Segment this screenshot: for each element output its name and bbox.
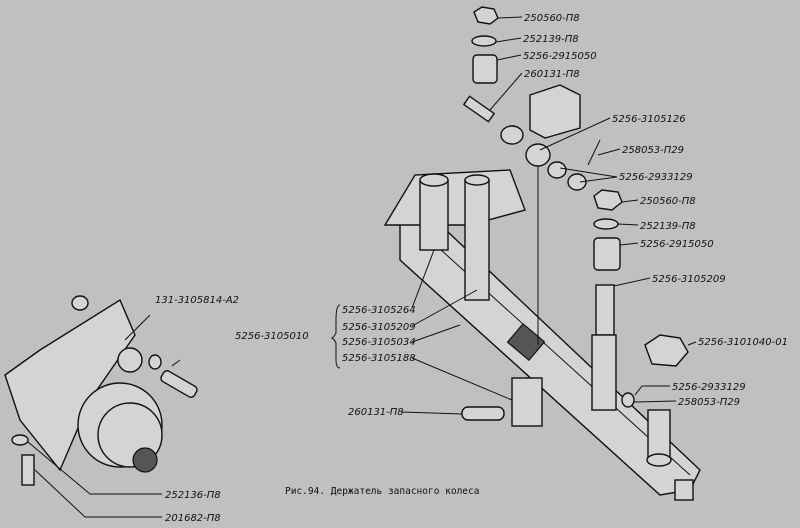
label-right-cotter: 258053-П29: [678, 397, 740, 408]
hub-mount-assembly: [4, 295, 198, 486]
label-wheel-nut: 5256-3101040-01: [698, 337, 788, 348]
label-top-washers: 5256-2933129: [619, 172, 693, 183]
label-top-washer: 252139-П8: [523, 34, 579, 45]
label-top-pin: 260131-П8: [524, 69, 580, 80]
label-top-bushing: 5256-2915050: [523, 51, 597, 62]
label-right-washer2: 5256-2933129: [672, 382, 746, 393]
label-assembly-part-1: 5256-3105264: [342, 305, 416, 316]
label-hub: 131-3105814-A2: [155, 295, 239, 306]
right-exploded-parts: [591, 189, 689, 467]
part-labels: 250560-П8 252139-П8 5256-2915050 260131-…: [155, 13, 788, 524]
top-exploded-parts: [462, 6, 601, 191]
label-bracket: 5256-3105126: [612, 114, 686, 125]
label-right-washer: 252139-П8: [640, 221, 696, 232]
figure-caption: Рис.94. Держатель запасного колеса: [285, 486, 479, 497]
label-left-washer: 252136-П8: [165, 490, 221, 501]
pin-260131: [461, 406, 505, 421]
label-right-nut: 250560-П8: [640, 196, 696, 207]
leader-lines: [27, 16, 697, 518]
label-assembly-part-2: 5256-3105209: [342, 322, 416, 333]
studs-left: [419, 150, 539, 345]
label-assembly-part-3: 5256-3105034: [342, 337, 416, 348]
label-top-cotter: 258053-П29: [622, 145, 684, 156]
label-left-bolt: 201682-П8: [165, 513, 221, 524]
label-right-bushing: 5256-2915050: [640, 239, 714, 250]
label-pin: 260131-П8: [348, 407, 404, 418]
label-assembly-part-4: 5256-3105188: [342, 353, 416, 364]
label-right-stud: 5256-3105209: [652, 274, 726, 285]
label-top-nut: 250560-П8: [524, 13, 580, 24]
label-assembly: 5256-3105010: [235, 331, 309, 342]
